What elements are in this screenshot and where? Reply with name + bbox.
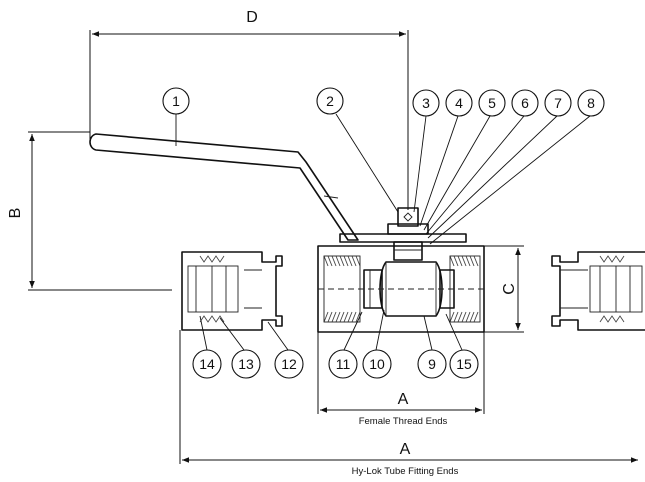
- thread-line: [331, 311, 337, 323]
- callout-2-label: 2: [326, 93, 334, 109]
- callout-7: 7: [544, 89, 572, 117]
- thread-line: [327, 311, 333, 323]
- callout-10: 10: [362, 349, 392, 379]
- callout-2: 2: [316, 87, 344, 115]
- thread-line: [351, 311, 357, 323]
- callout-15-label: 15: [456, 356, 472, 372]
- thread-line: [347, 311, 353, 323]
- dimension-a-female-caption: Female Thread Ends: [359, 416, 448, 427]
- thread-line: [449, 311, 455, 323]
- callout-4: 4: [445, 89, 473, 117]
- thread-line: [335, 311, 341, 323]
- left-tube-fitting: [181, 251, 283, 331]
- callout-8: 8: [577, 89, 605, 117]
- callout-7-label: 7: [554, 95, 562, 111]
- dimension-c-label: C: [501, 283, 518, 295]
- thread-line: [457, 255, 463, 267]
- dimension-a-tube-caption: Hy-Lok Tube Fitting Ends: [352, 466, 459, 477]
- callout-15: 15: [449, 349, 479, 379]
- thread-line: [449, 255, 455, 267]
- thread-line: [461, 255, 467, 267]
- dimension-b-label: B: [7, 208, 24, 219]
- callout-bubbles: 1 2 3 4 5 6 7 8 14 13 12 11 10 9 15: [162, 87, 605, 379]
- thread-line: [473, 311, 479, 323]
- thread-line: [469, 255, 475, 267]
- callout-1-label: 1: [172, 93, 180, 109]
- thread-line: [339, 255, 345, 267]
- callout-1: 1: [162, 87, 190, 115]
- callout-6: 6: [511, 89, 539, 117]
- thread-line: [351, 255, 357, 267]
- callout-10-label: 10: [369, 356, 385, 372]
- right-tube-fitting: [551, 251, 645, 331]
- dimension-c: C: [484, 245, 524, 333]
- dimension-a-female-label: A: [398, 391, 409, 408]
- callout-14-label: 14: [199, 356, 215, 372]
- thread-line: [457, 311, 463, 323]
- callout-9-label: 9: [428, 356, 436, 372]
- thread-line: [323, 311, 329, 323]
- callout-13: 13: [231, 349, 261, 379]
- callout-12-label: 12: [281, 356, 297, 372]
- thread-line: [335, 255, 341, 267]
- callout-9: 9: [417, 349, 447, 379]
- dimension-a-female: A Female Thread Ends: [317, 332, 485, 427]
- thread-line: [323, 255, 329, 267]
- thread-line: [343, 255, 349, 267]
- thread-line: [465, 255, 471, 267]
- callout-3-label: 3: [422, 95, 430, 111]
- thread-line: [473, 255, 479, 267]
- dimension-a-tube: A Hy-Lok Tube Fitting Ends: [179, 330, 638, 477]
- thread-line: [331, 255, 337, 267]
- dimension-a-tube-label: A: [400, 441, 411, 458]
- thread-line: [469, 311, 475, 323]
- valve-handle: [89, 133, 359, 241]
- callout-6-label: 6: [521, 95, 529, 111]
- thread-line: [355, 255, 361, 267]
- thread-line: [347, 255, 353, 267]
- dimension-d: D: [89, 9, 409, 210]
- stem-assembly: [339, 207, 467, 261]
- thread-line: [453, 311, 459, 323]
- thread-line: [327, 255, 333, 267]
- callout-12: 12: [274, 349, 304, 379]
- thread-line: [355, 311, 361, 323]
- callout-11: 11: [328, 349, 358, 379]
- thread-line: [453, 255, 459, 267]
- callout-3: 3: [412, 89, 440, 117]
- thread-line: [465, 311, 471, 323]
- dimension-b: B: [7, 131, 172, 291]
- valve-body: [317, 245, 485, 333]
- leader-lines: [175, 113, 591, 351]
- callout-8-label: 8: [587, 95, 595, 111]
- callout-14: 14: [192, 349, 222, 379]
- callout-13-label: 13: [238, 356, 254, 372]
- callout-11-label: 11: [336, 356, 351, 372]
- callout-5: 5: [478, 89, 506, 117]
- thread-line: [343, 311, 349, 323]
- callout-5-label: 5: [488, 95, 496, 111]
- callout-4-label: 4: [455, 95, 463, 111]
- dimension-d-label: D: [246, 9, 258, 26]
- thread-line: [461, 311, 467, 323]
- thread-line: [339, 311, 345, 323]
